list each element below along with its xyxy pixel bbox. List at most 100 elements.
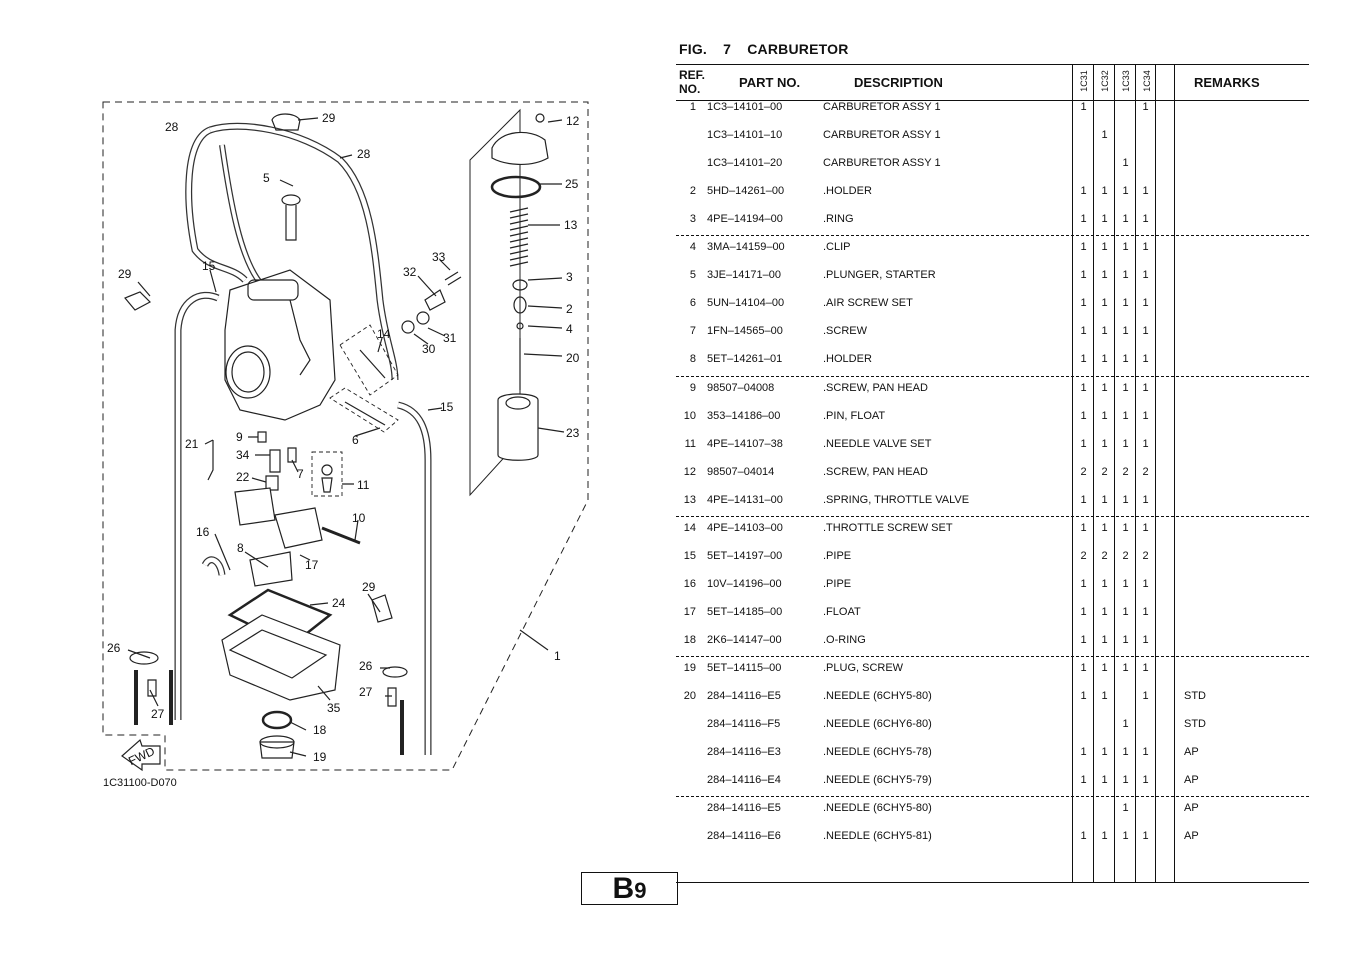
qty-1C32: 1 <box>1101 521 1108 534</box>
qty-1C34: 1 <box>1142 353 1149 366</box>
qty-1C34: 1 <box>1142 185 1149 198</box>
part-no: 5ET–14185–00 <box>707 605 783 618</box>
qty-1C32: 1 <box>1101 690 1108 703</box>
qty-1C31: 1 <box>1080 493 1087 506</box>
part-no: 4PE–14103–00 <box>707 521 783 534</box>
page-badge: B9 <box>581 872 678 905</box>
callout-3: 3 <box>566 270 573 284</box>
qty-1C31: 1 <box>1080 437 1087 450</box>
qty-1C33: 1 <box>1122 662 1129 674</box>
part-no: 284–14116–E5 <box>707 802 781 815</box>
ref-no: 18 <box>683 633 696 646</box>
qty-1C32: 1 <box>1101 241 1108 254</box>
qty-1C33: 1 <box>1122 241 1129 254</box>
part-no: 2K6–14147–00 <box>707 633 782 646</box>
group-divider <box>676 656 1309 657</box>
callout-26: 26 <box>107 641 121 655</box>
part-no: 5UN–14104–00 <box>707 297 785 310</box>
callout-4: 4 <box>566 322 573 336</box>
callout-23: 23 <box>566 426 580 440</box>
qty-1C32: 1 <box>1101 774 1108 787</box>
qty-1C34: 1 <box>1142 269 1149 282</box>
qty-1C34: 1 <box>1142 577 1149 590</box>
qty-1C34: 1 <box>1142 633 1149 646</box>
description: .AIR SCREW SET <box>823 297 913 310</box>
callout-33: 33 <box>432 250 446 264</box>
qty-1C33: 1 <box>1122 830 1129 843</box>
remarks: STD <box>1184 690 1206 703</box>
description: .SCREW <box>823 325 867 338</box>
page-number: 9 <box>634 878 647 903</box>
ref-no: 8 <box>689 353 696 366</box>
callout-29: 29 <box>362 580 376 594</box>
callout-11: 11 <box>357 478 370 492</box>
qty-1C32: 1 <box>1101 577 1108 590</box>
part-no: 5ET–14261–01 <box>707 353 783 366</box>
callout-24: 24 <box>332 596 346 610</box>
qty-1C31: 1 <box>1080 521 1087 534</box>
remarks: AP <box>1184 802 1199 815</box>
qty-1C34: 1 <box>1142 746 1149 759</box>
part-no: 353–14186–00 <box>707 409 781 422</box>
qty-1C33: 1 <box>1122 409 1129 422</box>
header-remarks: REMARKS <box>1194 75 1260 90</box>
callout-18: 18 <box>313 723 327 737</box>
qty-1C32: 1 <box>1101 129 1108 142</box>
qty-1C33: 1 <box>1122 493 1129 506</box>
qty-1C33: 1 <box>1122 605 1129 618</box>
qty-1C31: 1 <box>1080 774 1087 787</box>
qty-1C32: 1 <box>1101 269 1108 282</box>
qty-1C31: 1 <box>1080 577 1087 590</box>
part-no: 284–14116–E5 <box>707 690 781 703</box>
description: CARBURETOR ASSY 1 <box>823 101 941 113</box>
remarks: AP <box>1184 774 1199 787</box>
qty-1C33: 1 <box>1122 185 1129 198</box>
ref-no: 9 <box>689 381 696 394</box>
qty-1C31: 1 <box>1080 662 1087 674</box>
qty-1C33: 1 <box>1122 521 1129 534</box>
callout-26: 26 <box>359 659 373 673</box>
qty-1C34: 1 <box>1142 241 1149 254</box>
qty-1C33: 1 <box>1122 577 1129 590</box>
qty-1C32: 1 <box>1101 633 1108 646</box>
qty-1C34: 1 <box>1142 521 1149 534</box>
callout-29: 29 <box>118 267 132 281</box>
description: .PLUG, SCREW <box>823 662 904 674</box>
part-no: 10V–14196–00 <box>707 577 782 590</box>
description: .NEEDLE (6CHY6-80) <box>823 718 932 731</box>
part-no: 284–14116–F5 <box>707 718 781 731</box>
parts-table: REF. NO. PART NO. DESCRIPTION 1C31 1C32 … <box>676 64 1309 883</box>
description: .PIPE <box>823 549 852 562</box>
qty-1C34: 1 <box>1142 213 1149 226</box>
callout-31: 31 <box>443 331 457 345</box>
figure-label: FIG. <box>679 41 708 57</box>
description: .SCREW, PAN HEAD <box>823 465 928 478</box>
part-no: 4PE–14131–00 <box>707 493 783 506</box>
qty-1C34: 2 <box>1142 549 1149 562</box>
qty-1C33: 1 <box>1122 157 1129 170</box>
qty-1C33: 1 <box>1122 718 1129 731</box>
qty-1C33: 1 <box>1122 802 1129 815</box>
qty-1C33: 2 <box>1122 465 1129 478</box>
qty-1C34: 1 <box>1142 690 1149 703</box>
part-no: 1FN–14565–00 <box>707 325 783 338</box>
part-no: 1C3–14101–10 <box>707 129 783 142</box>
fwd-arrow-icon: FWD <box>121 738 161 772</box>
callout-2: 2 <box>566 302 573 316</box>
qty-1C31: 1 <box>1080 633 1087 646</box>
qty-1C31: 2 <box>1080 465 1087 478</box>
group-divider <box>676 796 1309 798</box>
qty-1C31: 1 <box>1080 830 1087 843</box>
ref-no: 12 <box>683 465 696 478</box>
description: .PIPE <box>823 577 852 590</box>
qty-1C32: 1 <box>1101 353 1108 366</box>
description: .SPRING, THROTTLE VALVE <box>823 493 970 506</box>
qty-1C33: 1 <box>1122 437 1129 450</box>
